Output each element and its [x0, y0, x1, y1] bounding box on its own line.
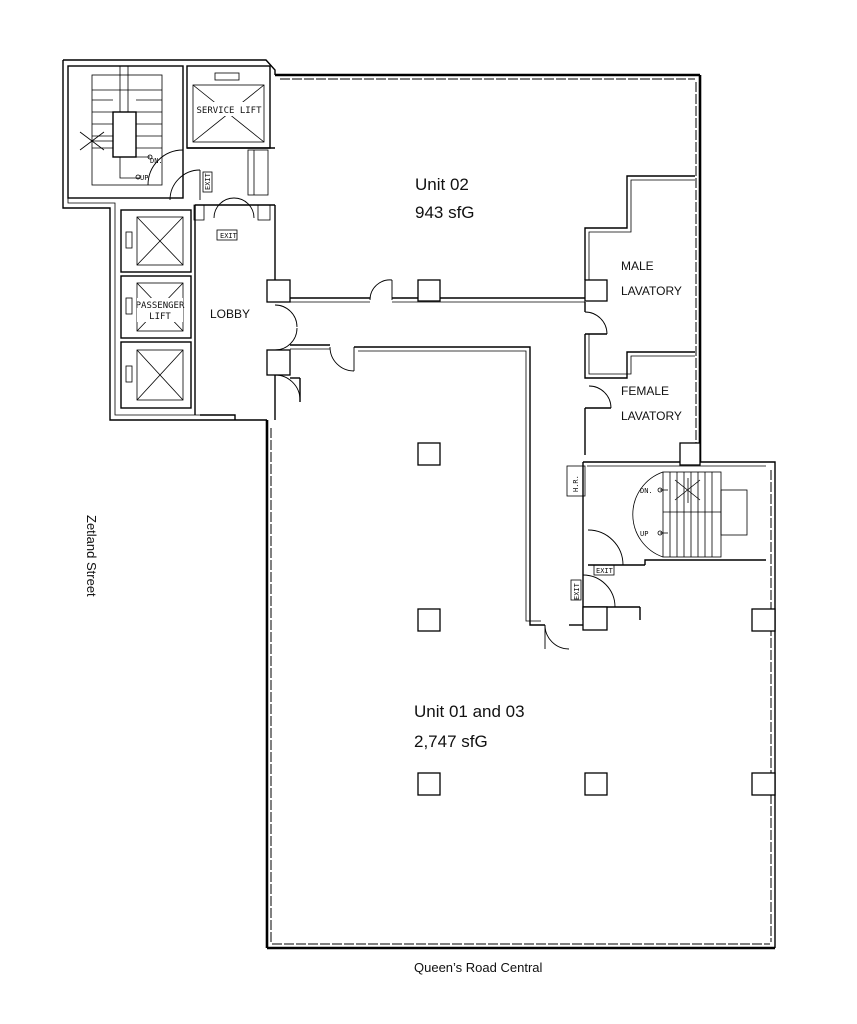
female-lavatory-label-1: FEMALE — [621, 384, 669, 398]
stair-dn-label: DN. — [150, 157, 163, 165]
unit-01-03: Unit 01 and 03 2,747 sfG — [290, 344, 776, 796]
female-lavatory-label-2: LAVATORY — [621, 409, 682, 423]
exit-sign-core-1: EXIT — [204, 172, 212, 190]
unit-02: Unit 02 943 sfG — [290, 175, 608, 303]
exit-sign-east-1: EXIT — [596, 567, 614, 575]
queens-road-central-label: Queen’s Road Central — [414, 960, 543, 975]
stair-east: H.R. DN. UP EXIT EXIT — [566, 461, 766, 631]
core-doors: EXIT EXIT — [169, 169, 275, 415]
lobby: LOBBY — [210, 205, 301, 420]
passenger-lifts: PASSENGER LIFT — [120, 209, 192, 409]
zetland-street-label: Zetland Street — [84, 515, 99, 597]
stair-up-label: UP — [140, 174, 148, 182]
unit0103-name: Unit 01 and 03 — [414, 702, 525, 721]
service-lift-label: SERVICE LIFT — [196, 106, 262, 116]
exit-sign-core-2: EXIT — [220, 232, 238, 240]
male-lavatory-label-2: LAVATORY — [621, 284, 682, 298]
service-lift: SERVICE LIFT — [186, 65, 275, 196]
hr-sign: H.R. — [572, 475, 580, 492]
passenger-lift-label-2: LIFT — [149, 312, 171, 322]
east-stair-up-label: UP — [640, 530, 648, 538]
east-stair-dn-label: DN. — [640, 487, 653, 495]
stair-northwest: DN. UP — [67, 65, 184, 199]
unit02-name: Unit 02 — [415, 175, 469, 194]
unit02-area: 943 sfG — [415, 203, 475, 222]
lavatories: MALE LAVATORY FEMALE LAVATORY — [584, 175, 701, 466]
street-labels: Zetland Street Queen’s Road Central — [84, 515, 543, 975]
unit0103-area: 2,747 sfG — [414, 732, 488, 751]
male-lavatory-label-1: MALE — [621, 259, 654, 273]
lobby-label: LOBBY — [210, 307, 250, 321]
exit-sign-east-2: EXIT — [573, 582, 581, 600]
passenger-lift-label-1: PASSENGER — [136, 301, 185, 311]
